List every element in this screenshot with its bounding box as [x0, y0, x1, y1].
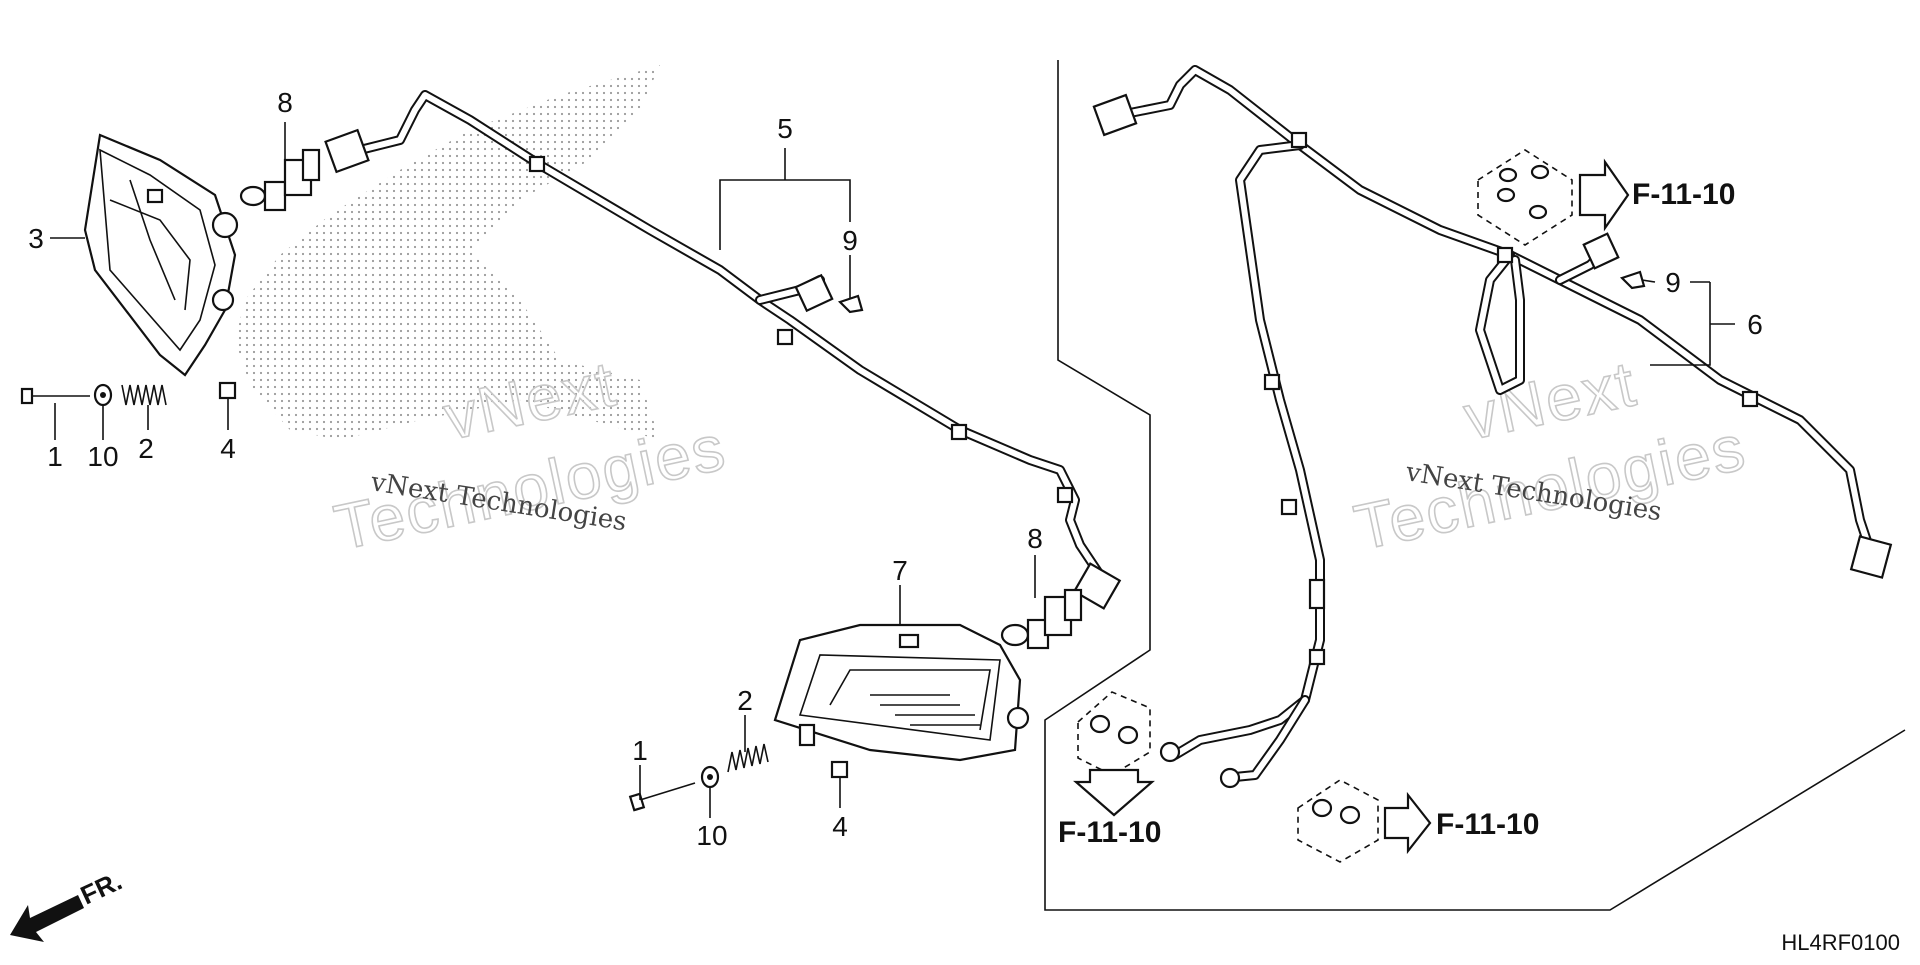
- callout-2-right: 2: [737, 685, 753, 716]
- hardware-group-left: [1073, 691, 1155, 817]
- diagram-code: HL4RF0100: [1781, 930, 1900, 955]
- wire-harness-5: [324, 90, 1122, 610]
- nut-4-left: [218, 381, 237, 400]
- headlight-left: [83, 133, 239, 377]
- wire-harness-6: [1092, 65, 1893, 789]
- callout-4-right: 4: [832, 811, 848, 842]
- front-direction-arrow: [10, 895, 84, 942]
- callout-10-right: 10: [696, 820, 727, 851]
- washer-10-right: [700, 765, 720, 789]
- bulb-8-right: [1000, 588, 1083, 650]
- bulb-8-left: [239, 148, 321, 212]
- reference-label-bottom[interactable]: F-11-10: [1436, 808, 1539, 841]
- reference-label-top[interactable]: F-11-10: [1632, 178, 1735, 211]
- clip-9-left: [837, 294, 864, 314]
- spring-2-left: [121, 384, 167, 406]
- callout-8-left: 8: [277, 87, 293, 118]
- callout-4-left: 4: [220, 433, 236, 464]
- wing-logo-watermark: [235, 65, 660, 440]
- nut-4-right: [830, 760, 849, 779]
- callout-6: 6: [1747, 309, 1763, 340]
- callout-9-left: 9: [842, 225, 858, 256]
- screw-1-right: [628, 782, 696, 812]
- callout-2-left: 2: [138, 433, 154, 464]
- callout-5: 5: [777, 113, 793, 144]
- callout-1-left: 1: [47, 441, 63, 472]
- callout-1-right: 1: [632, 735, 648, 766]
- hardware-group-top: [1477, 149, 1630, 246]
- clip-9-right: [1619, 270, 1646, 290]
- hardware-group-bottom: [1297, 779, 1432, 863]
- section-border: [1044, 60, 1906, 911]
- callout-9-right: 9: [1665, 267, 1681, 298]
- spring-2-right: [727, 743, 769, 773]
- headlight-right: [773, 623, 1030, 762]
- callout-8-right: 8: [1027, 523, 1043, 554]
- callout-3: 3: [28, 223, 44, 254]
- callout-7: 7: [892, 555, 908, 586]
- screw-1-left: [20, 387, 90, 405]
- reference-label-left[interactable]: F-11-10: [1058, 816, 1161, 849]
- leader-lines: [50, 122, 1735, 818]
- callout-10-left: 10: [87, 441, 118, 472]
- washer-10-left: [93, 383, 113, 407]
- front-label: FR.: [76, 866, 127, 911]
